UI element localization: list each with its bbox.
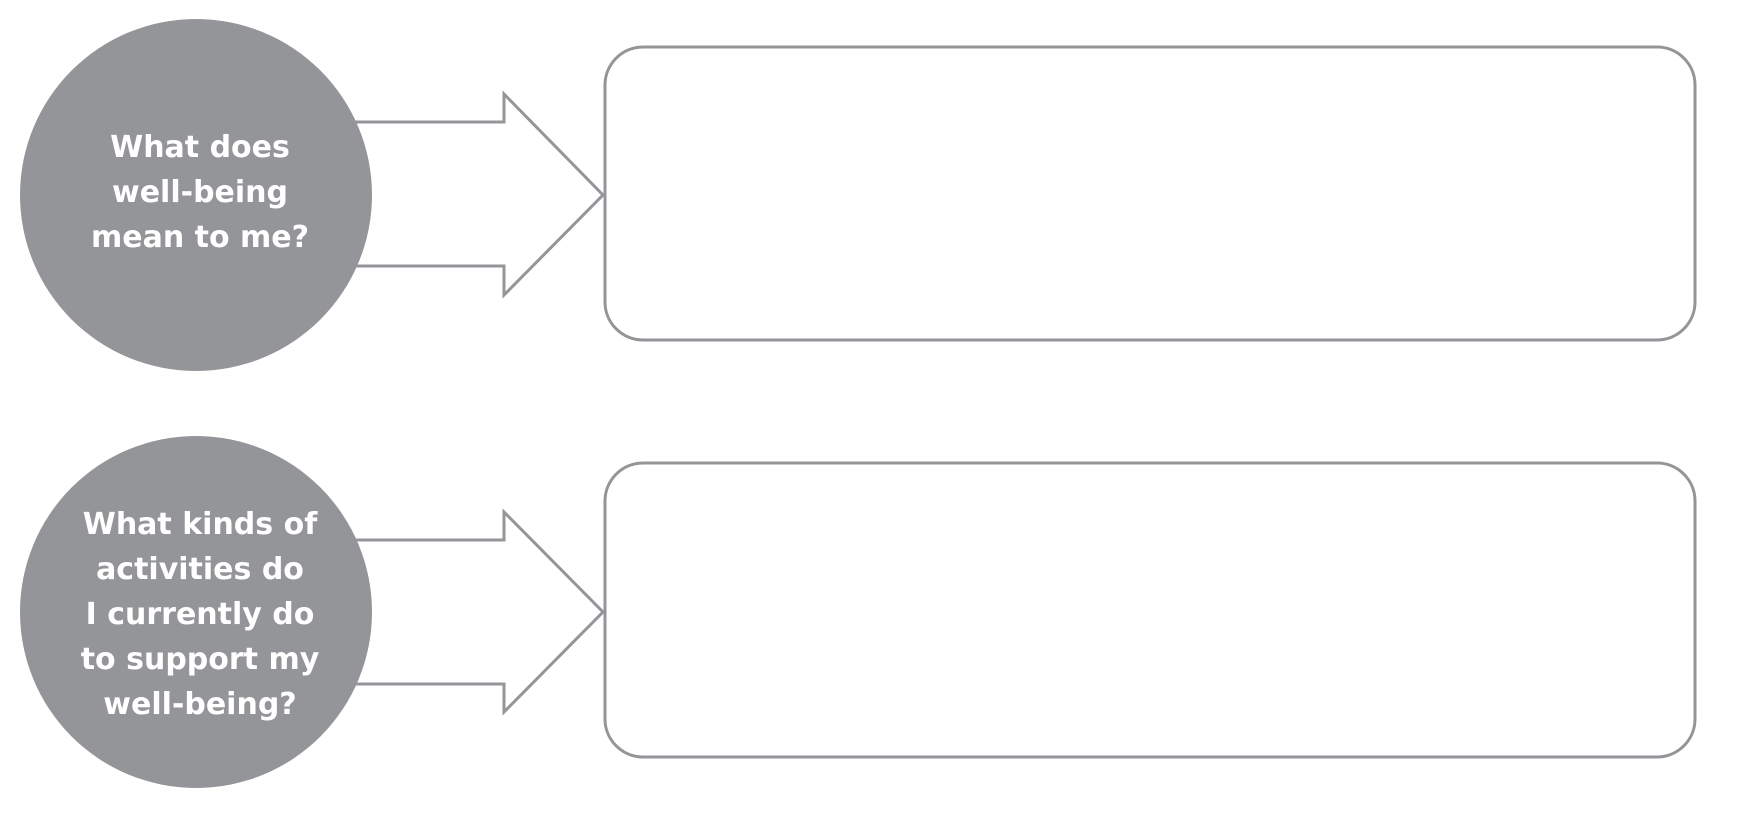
question-row-2 [20,436,1697,788]
question-circle-2 [20,436,372,788]
answer-area-1[interactable] [625,67,1675,320]
question-row-1 [20,19,1697,371]
question-text-1: What does well-being mean to me? [90,130,310,255]
arrow-2 [355,508,606,716]
question-text-2: What kinds of activities do I currently … [80,507,320,722]
question-circle-1 [20,19,372,371]
arrow-1 [355,90,606,299]
answer-area-2[interactable] [625,483,1675,737]
answer-box-2 [603,461,1697,759]
answer-box-1 [603,45,1697,342]
